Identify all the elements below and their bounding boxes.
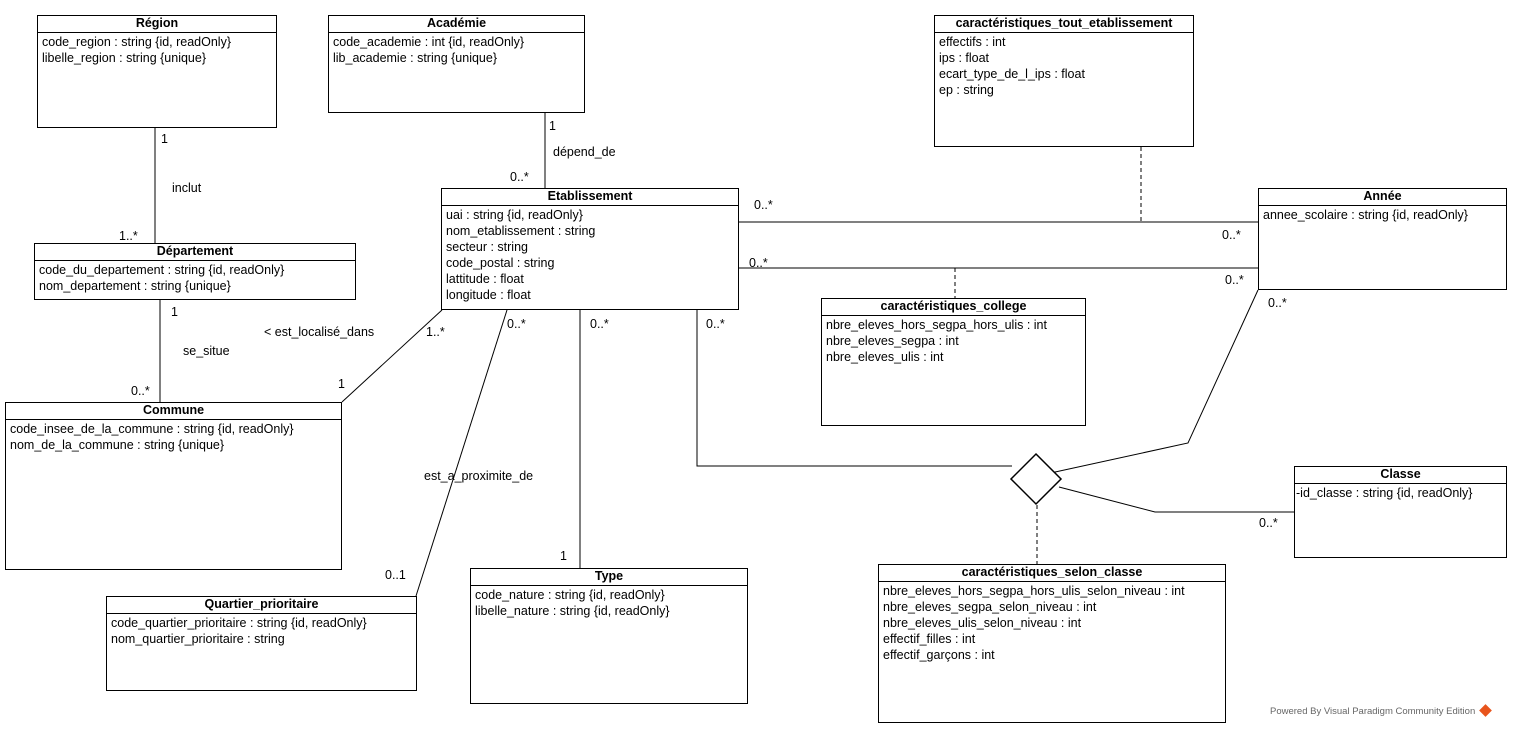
multiplicity-etablissement-type: 0..*: [590, 317, 609, 331]
class-attribute: code_du_departement : string {id, readOn…: [39, 263, 285, 277]
class-attribute: code_postal : string: [446, 256, 555, 270]
multiplicity-etablissement-academie: 0..*: [510, 170, 529, 184]
class-title: Etablissement: [442, 189, 738, 206]
class-title: Département: [35, 244, 355, 261]
class-attribute: nom_quartier_prioritaire : string: [111, 632, 285, 646]
class-caracteristiques-tout-etablissement[interactable]: caractéristiques_tout_etablissement effe…: [934, 15, 1194, 147]
class-attribute: uai : string {id, readOnly}: [446, 208, 583, 222]
class-title: Type: [471, 569, 747, 586]
class-attribute: ep : string: [939, 83, 994, 97]
class-academie[interactable]: Académie code_academie : int {id, readOn…: [328, 15, 585, 113]
class-attribute: code_academie : int {id, readOnly}: [333, 35, 525, 49]
class-attribute: nom_etablissement : string: [446, 224, 596, 238]
association-name-inclut: inclut: [172, 181, 202, 195]
class-caracteristiques-college[interactable]: caractéristiques_college nbre_eleves_hor…: [821, 298, 1086, 426]
n-ary-association-diamond: [1009, 452, 1063, 506]
class-attribute: ecart_type_de_l_ips : float: [939, 67, 1085, 81]
class-annee[interactable]: Année annee_scolaire : string {id, readO…: [1258, 188, 1507, 290]
class-attribute: effectifs : int: [939, 35, 1006, 49]
class-attribute: libelle_region : string {unique}: [42, 51, 207, 65]
etablissement-nary-line: [696, 310, 1012, 467]
class-attribute: nbre_eleves_segpa : int: [826, 334, 959, 348]
class-attribute: annee_scolaire : string {id, readOnly}: [1263, 208, 1468, 222]
class-title: caractéristiques_tout_etablissement: [935, 16, 1193, 33]
multiplicity-classe: 0..*: [1259, 516, 1278, 530]
class-attribute: lib_academie : string {unique}: [333, 51, 498, 65]
class-attribute: libelle_nature : string {id, readOnly}: [475, 604, 670, 618]
class-title: Classe: [1295, 467, 1506, 484]
multiplicity-departement: 1..*: [119, 229, 138, 243]
multiplicity-etablissement-annee-bottom: 0..*: [749, 256, 768, 270]
class-attribute: lattitude : float: [446, 272, 524, 286]
class-title: Académie: [329, 16, 584, 33]
class-etablissement[interactable]: Etablissement uai : string {id, readOnly…: [441, 188, 739, 310]
multiplicity-etablissement-nary: 0..*: [706, 317, 725, 331]
class-title: Quartier_prioritaire: [107, 597, 416, 614]
multiplicity-commune: 0..*: [131, 384, 150, 398]
class-title: caractéristiques_college: [822, 299, 1085, 316]
class-attribute: ips : float: [939, 51, 990, 65]
multiplicity-departement-commune: 1: [171, 305, 178, 319]
class-attribute: effectif_filles : int: [883, 632, 976, 646]
class-attribute: nbre_eleves_ulis_selon_niveau : int: [883, 616, 1082, 630]
class-title: caractéristiques_selon_classe: [879, 565, 1225, 582]
multiplicity-region: 1: [161, 132, 168, 146]
class-attribute: nom_de_la_commune : string {unique}: [10, 438, 225, 452]
class-attribute: effectif_garçons : int: [883, 648, 995, 662]
class-attribute: code_quartier_prioritaire : string {id, …: [111, 616, 367, 630]
multiplicity-commune-one: 1: [338, 377, 345, 391]
annee-nary-line: [1045, 289, 1259, 475]
multiplicity-annee-bottom: 0..*: [1225, 273, 1244, 287]
class-attribute: nbre_eleves_ulis : int: [826, 350, 944, 364]
multiplicity-quartier: 0..1: [385, 568, 406, 582]
class-attribute: code_nature : string {id, readOnly}: [475, 588, 665, 602]
association-name-est-localise-dans: < est_localisé_dans: [264, 325, 375, 339]
class-departement[interactable]: Département code_du_departement : string…: [34, 243, 356, 300]
class-attribute: code_insee_de_la_commune : string {id, r…: [10, 422, 294, 436]
class-caracteristiques-selon-classe[interactable]: caractéristiques_selon_classe nbre_eleve…: [878, 564, 1226, 723]
class-title: Année: [1259, 189, 1506, 206]
association-name-se-situe: se_situe: [183, 344, 230, 358]
multiplicity-etablissement-annee-top: 0..*: [754, 198, 773, 212]
class-region[interactable]: Région code_region : string {id, readOnl…: [37, 15, 277, 128]
class-attribute: nbre_eleves_hors_segpa_hors_ulis_selon_n…: [883, 584, 1185, 598]
class-title: Commune: [6, 403, 341, 420]
class-type[interactable]: Type code_nature : string {id, readOnly}…: [470, 568, 748, 704]
multiplicity-academie: 1: [549, 119, 556, 133]
classe-nary-line: [1058, 486, 1296, 513]
multiplicity-etablissement-quartier: 0..*: [507, 317, 526, 331]
multiplicity-type: 1: [560, 549, 567, 563]
class-quartier-prioritaire[interactable]: Quartier_prioritaire code_quartier_prior…: [106, 596, 417, 691]
visual-paradigm-logo-icon: [1479, 704, 1493, 717]
etablissement-commune-line: [341, 309, 443, 403]
association-name-depend-de: dépend_de: [553, 145, 616, 159]
class-attribute: nbre_eleves_segpa_selon_niveau : int: [883, 600, 1097, 614]
class-attribute: secteur : string: [446, 240, 528, 254]
multiplicity-annee-nary: 0..*: [1268, 296, 1287, 310]
class-commune[interactable]: Commune code_insee_de_la_commune : strin…: [5, 402, 342, 570]
class-attribute: code_region : string {id, readOnly}: [42, 35, 232, 49]
class-attribute: nbre_eleves_hors_segpa_hors_ulis : int: [826, 318, 1047, 332]
powered-by-credit: Powered By Visual Paradigm Community Edi…: [1270, 704, 1493, 717]
etablissement-quartier-line: [415, 309, 508, 597]
class-title: Région: [38, 16, 276, 33]
class-attribute: -id_classe : string {id, readOnly}: [1296, 486, 1473, 500]
class-attribute: nom_departement : string {unique}: [39, 279, 231, 293]
credit-text: Powered By Visual Paradigm Community Edi…: [1270, 706, 1476, 717]
multiplicity-annee-top: 0..*: [1222, 228, 1241, 242]
class-attribute: longitude : float: [446, 288, 531, 302]
multiplicity-etablissement-commune: 1..*: [426, 325, 445, 339]
class-classe[interactable]: Classe -id_classe : string {id, readOnly…: [1294, 466, 1507, 558]
association-name-est-a-proximite-de: est_a_proximite_de: [424, 469, 534, 483]
